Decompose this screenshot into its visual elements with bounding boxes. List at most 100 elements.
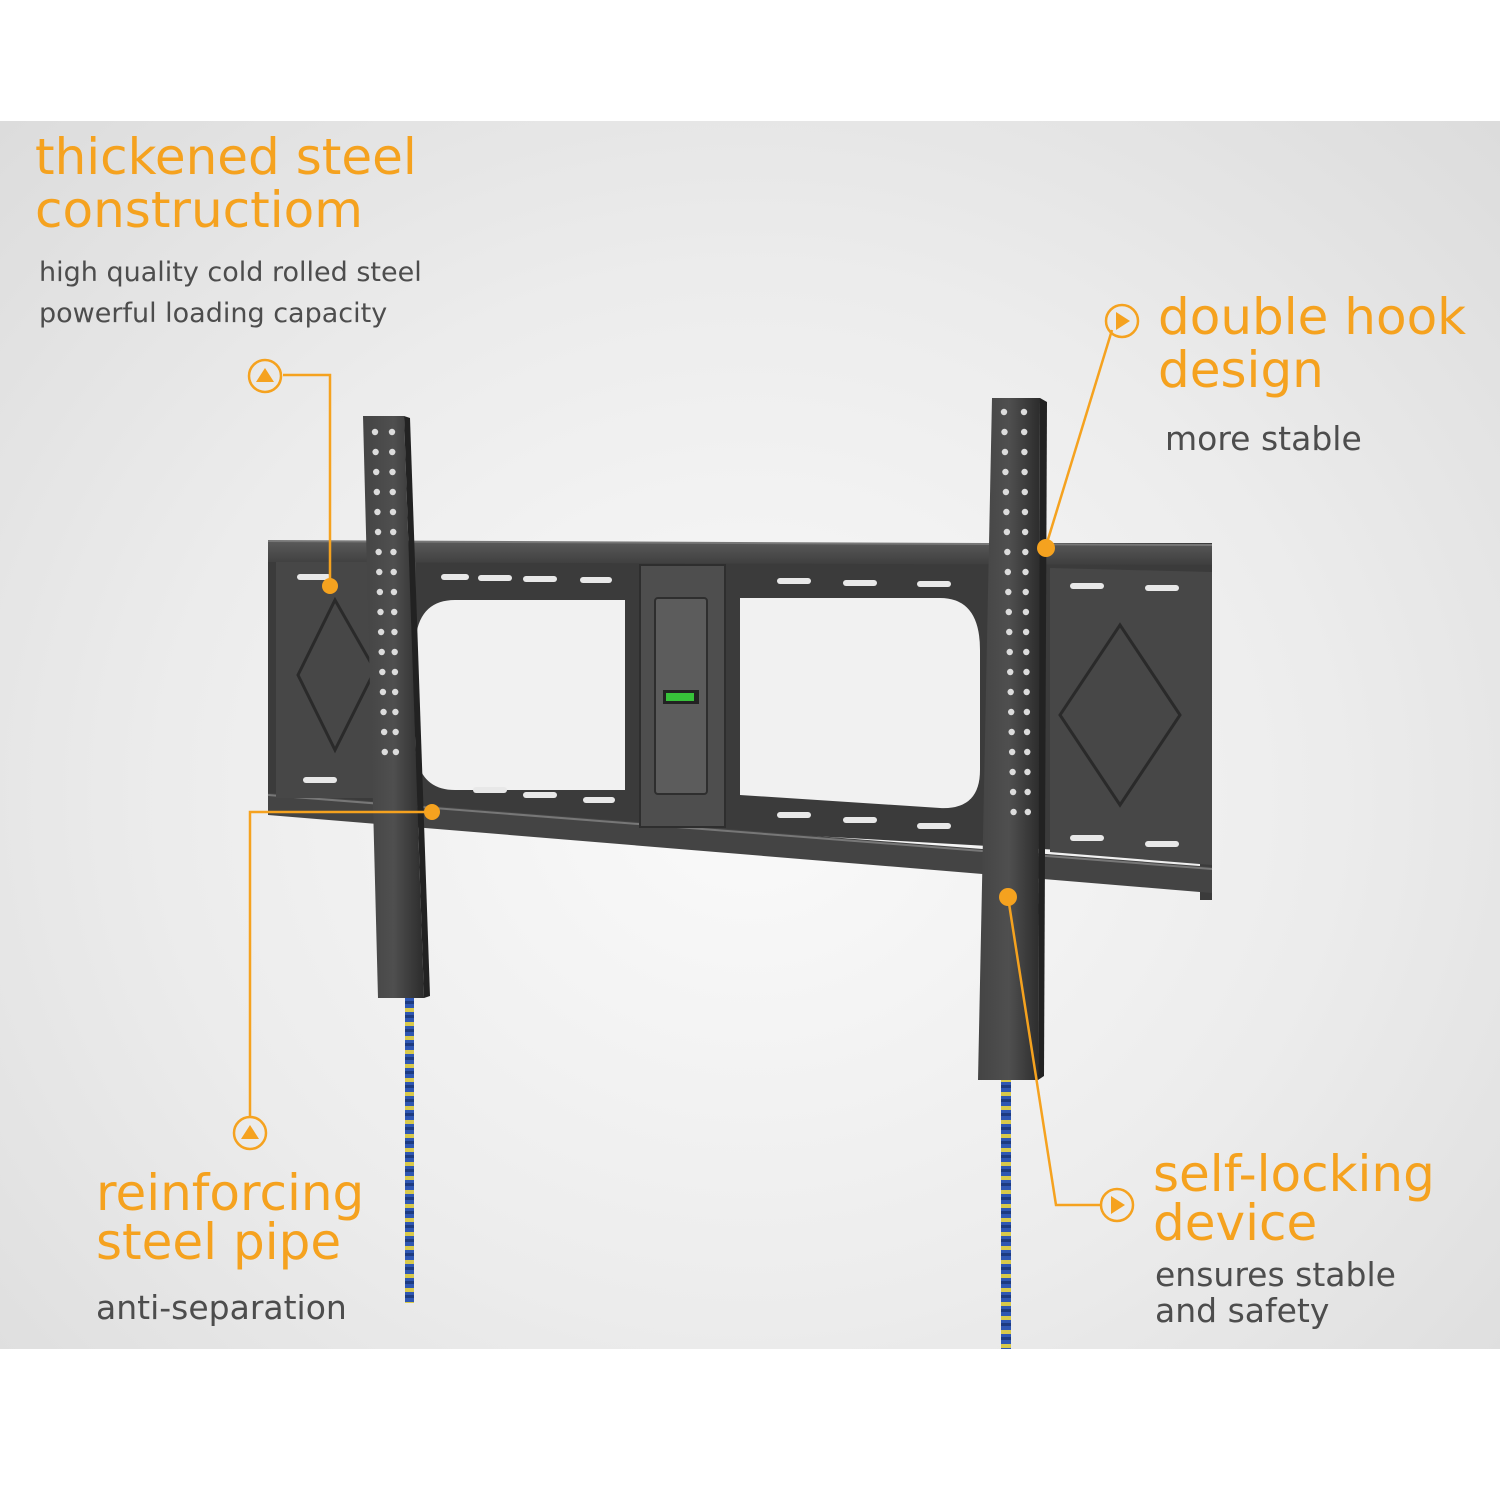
arm-hole [391,628,398,636]
arm-hole [390,548,397,556]
arm-hole [377,628,385,636]
arm-hole [1022,608,1030,616]
left-vertical-arm [363,416,430,998]
callout-dot-icon [322,578,338,594]
arm-hole [1003,508,1010,516]
arm-hole [1002,488,1010,496]
arm-hole [1024,768,1031,776]
self-locking-title-line1: self-locking [1153,1145,1435,1203]
arm-hole [1024,788,1031,796]
thickened-desc-line2: powerful loading capacity [39,298,388,329]
callout-lines [248,329,1114,1207]
arm-hole [379,668,386,676]
left-pull-cord [405,998,414,1303]
arm-hole [1022,548,1029,556]
arm-hole [376,588,384,596]
right-side-plate [1050,568,1212,865]
arm-hole [392,728,399,736]
reinforcing-title-line2: steel pipe [96,1213,342,1271]
callout-dot-icon [1037,539,1055,557]
arm-hole [1022,568,1029,576]
arm-hole [1001,428,1008,436]
arm-hole [1006,628,1013,636]
arm-hole [376,568,383,576]
arm-hole [1024,808,1032,816]
arm-hole [1009,788,1017,796]
reinforcing-desc: anti-separation [96,1288,347,1327]
callout-dot-icon [424,804,440,820]
wall-plate [267,540,1213,900]
arm-hole [1005,608,1012,616]
arm-hole [390,588,398,596]
arm-hole [390,528,397,536]
top-rail [268,541,1212,565]
arm-hole [373,468,380,476]
arm-hole [373,488,381,496]
arm-hole [374,508,381,516]
bottom-rail [268,793,1212,893]
double-hook-title-line2: design [1158,341,1324,399]
arm-hole [1009,768,1016,776]
center-opening-right [740,598,980,809]
right-vertical-arm [978,398,1047,1080]
arm-hole [1003,528,1011,536]
arm-hole [381,748,388,756]
center-opening-left [415,600,625,790]
arm-hole [377,608,384,616]
double-hook-desc: more stable [1165,419,1362,458]
arm-hole [1021,508,1029,516]
callout-arrow-right-icon [1099,1187,1135,1223]
arm-hole [1000,408,1008,416]
arm-hole [391,648,398,656]
self-locking-title-line2: device [1153,1194,1318,1252]
arm-hole [389,488,396,496]
arm-hole [1023,668,1030,676]
arm-hole [1007,708,1015,716]
callout-arrow-up-icon [232,1115,268,1151]
arm-hole [389,448,396,456]
arm-hole [1008,748,1016,756]
arm-hole [1006,648,1013,656]
thickened-title-line2: constructiom [35,181,363,239]
arm-hole [1020,408,1028,416]
arm-hole [1023,688,1030,696]
arm-hole [1022,588,1029,596]
arm-hole [1001,448,1009,456]
arm-hole [1021,448,1028,456]
thickened-title-line1: thickened steel [35,128,417,186]
arm-hole [378,648,385,656]
arm-hole [1010,808,1017,816]
arm-hole [380,708,387,716]
arm-hole [1002,468,1009,476]
arm-hole [388,428,396,436]
arm-hole [1004,568,1012,576]
arm-hole [1020,428,1028,436]
arm-hole [371,428,379,436]
reinforcing-title-line1: reinforcing [96,1164,365,1222]
arm-hole [1007,688,1014,696]
callout-arrow-up-icon [247,358,283,394]
right-diamond [1058,622,1182,808]
right-pull-cord [1001,1080,1011,1349]
self-locking-desc-line1: ensures stable [1155,1255,1396,1294]
arm-hole [1023,708,1031,716]
arm-hole [391,688,399,696]
tv-wall-mount-illustration [232,303,1213,1349]
arm-hole [1021,468,1028,476]
arm-hole [375,548,382,556]
arm-hole [392,708,399,716]
arm-hole [1021,528,1029,536]
right-arm-holes [1000,408,1032,816]
arm-hole [372,448,379,456]
arm-hole [391,668,399,676]
arm-hole [1024,748,1031,756]
arm-hole [1008,728,1015,736]
arm-hole [1007,668,1014,676]
arm-hole [390,608,398,616]
callout-dot-icon [999,888,1017,906]
arm-hole [389,508,397,516]
arm-hole [1022,628,1030,636]
arm-hole [389,468,396,476]
thickened-desc-line1: high quality cold rolled steel [39,257,422,288]
arm-hole [1023,728,1031,736]
